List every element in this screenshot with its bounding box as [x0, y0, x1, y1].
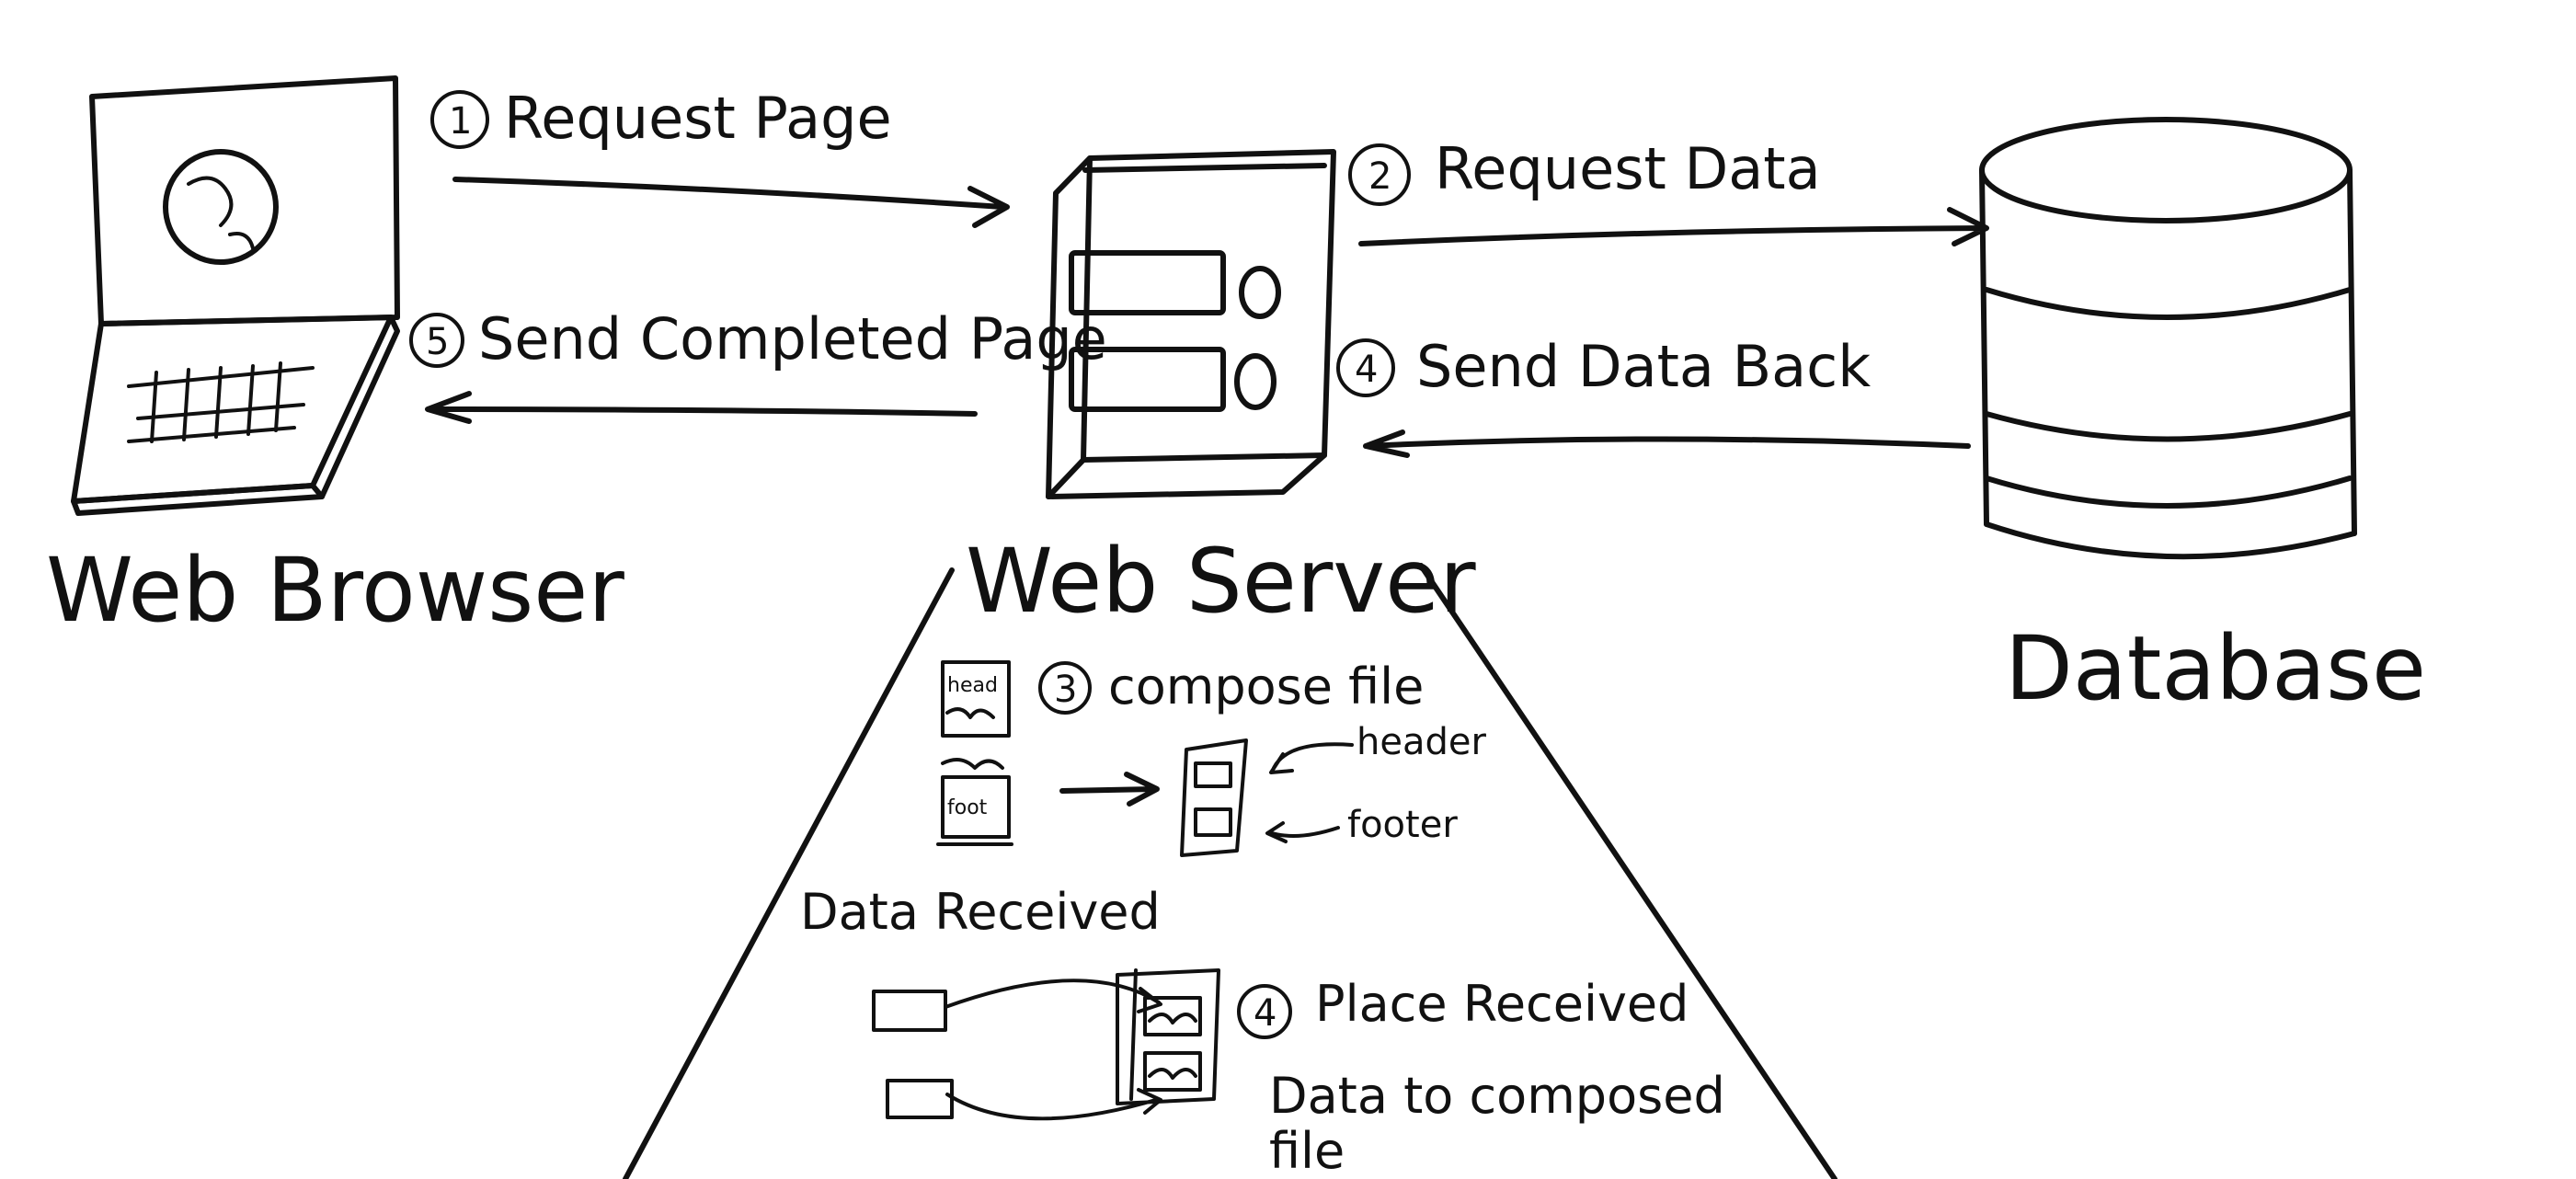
step-1-number: 1 [449, 100, 472, 143]
target-file-icon [1116, 968, 1220, 1105]
step-1: 1 Request Page [430, 85, 1010, 228]
composed-file-icon [1180, 738, 1248, 857]
step-4: 4 Send Data Back [1336, 333, 1971, 458]
place-step-number: 4 [1254, 992, 1277, 1035]
step-2-label: Request Data [1435, 135, 1821, 202]
database-label: Database [2005, 617, 2426, 720]
server-icon [1046, 149, 1336, 499]
place-step: 4 Place Received Data to composed file [872, 968, 1725, 1179]
svg-text:head: head [947, 674, 998, 697]
browser-label: Web Browser [46, 539, 624, 642]
place-line-2: Data to composed [1269, 1067, 1725, 1125]
compose-step-number: 3 [1054, 669, 1077, 711]
zoom-outline [623, 563, 1838, 1179]
step-2: 2 Request Data [1348, 135, 1989, 246]
foot-doc-icon: foot [936, 758, 1013, 846]
database-icon [1979, 117, 2357, 560]
footer-note: footer [1347, 804, 1458, 846]
step-1-label: Request Page [504, 85, 892, 152]
arrow-send-data-back [1363, 429, 1971, 458]
step-4-label: Send Data Back [1416, 333, 1871, 400]
head-doc-icon: head [941, 660, 1011, 738]
svg-text:foot: foot [947, 796, 988, 819]
compose-step-label: compose file [1108, 658, 1424, 715]
data-chip-icon [872, 990, 947, 1032]
data-received-label: Data Received [800, 883, 1161, 941]
server-label: Web Server [966, 530, 1476, 633]
arrow-request-data [1358, 207, 1989, 246]
compose-step: head 3 compose file foot header footer [936, 658, 1486, 857]
compose-arrow [1059, 772, 1160, 807]
place-step-label: Place Received [1315, 975, 1689, 1033]
step-2-number: 2 [1368, 155, 1391, 198]
step-5-number: 5 [426, 321, 449, 363]
data-chip-icon [886, 1079, 954, 1119]
step-5: 5 Send Completed Page [409, 305, 1107, 424]
step-4-number: 4 [1355, 349, 1378, 391]
step-5-label: Send Completed Page [478, 305, 1107, 372]
header-note: header [1357, 721, 1486, 763]
arrow-send-completed-page [425, 391, 978, 424]
arrow-request-page [452, 177, 1010, 228]
laptop-icon [71, 75, 400, 516]
place-line-3: file [1269, 1122, 1345, 1179]
